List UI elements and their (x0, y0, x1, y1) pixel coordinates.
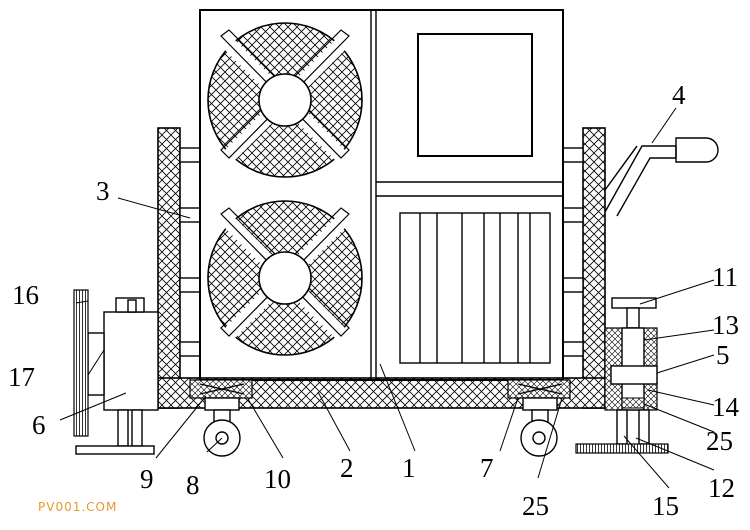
louver-panel (399, 212, 551, 364)
label-25-right: 25 (706, 426, 733, 456)
label-25-lower: 25 (522, 491, 549, 521)
label-9: 9 (140, 464, 154, 494)
label-1: 1 (402, 453, 416, 483)
label-15: 15 (652, 491, 679, 521)
label-11: 11 (712, 262, 738, 292)
handle (604, 137, 719, 217)
label-13: 13 (712, 310, 739, 340)
label-14: 14 (712, 392, 740, 422)
label-3: 3 (96, 176, 110, 206)
bottom-fan (207, 200, 363, 356)
label-10: 10 (264, 464, 291, 494)
label-17: 17 (8, 362, 35, 392)
left-frame-wall (157, 127, 181, 409)
label-4: 4 (672, 80, 686, 110)
leader-lines (59, 107, 715, 489)
top-fan (207, 22, 363, 178)
left-clamp-assembly (73, 289, 159, 455)
left-caster (189, 379, 253, 457)
right-frame-wall (582, 127, 606, 409)
left-rungs (179, 147, 201, 357)
label-7: 7 (480, 453, 494, 483)
label-6: 6 (32, 410, 46, 440)
label-8: 8 (186, 470, 200, 500)
right-jack-assembly (575, 297, 669, 454)
label-5: 5 (716, 340, 730, 370)
label-2: 2 (340, 453, 354, 483)
label-12: 12 (708, 473, 735, 503)
label-16: 16 (12, 280, 39, 310)
right-rungs (562, 147, 584, 357)
watermark: PV001.COM (38, 500, 117, 514)
main-cabinet (199, 9, 564, 381)
right-caster (507, 379, 571, 457)
display-window (417, 33, 533, 157)
